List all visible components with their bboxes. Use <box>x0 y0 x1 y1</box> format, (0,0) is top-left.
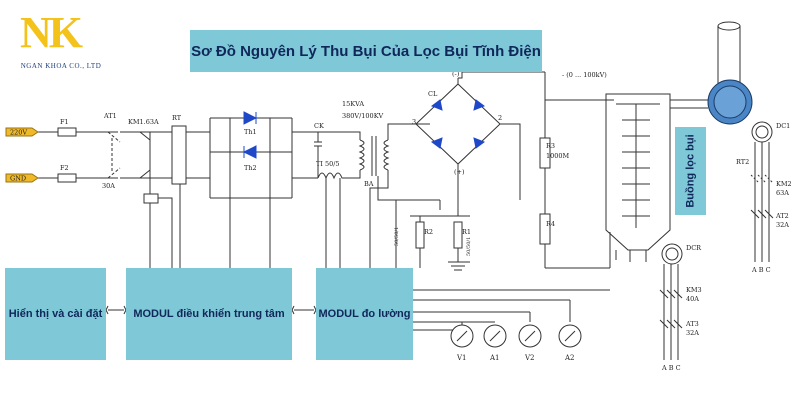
label-r1: R1 <box>462 228 471 236</box>
input-tag-gnd <box>5 173 39 183</box>
meter-v2: V2 <box>518 324 542 362</box>
logo-letters: NK <box>20 8 83 57</box>
resistor-r3 <box>539 137 551 169</box>
label-abc2: A B C <box>661 364 681 372</box>
label-input-gnd: GND <box>10 175 26 183</box>
label-ba: BA <box>364 180 374 188</box>
label-at2-rating: 32A <box>776 221 789 229</box>
module-display-settings: Hiển thị và cài đặt <box>5 268 106 360</box>
capacitor-ck <box>314 132 322 178</box>
meter-label: A1 <box>489 354 500 362</box>
label-r2: R2 <box>424 228 433 236</box>
resistor-r1 <box>453 221 463 249</box>
label-r3: R3 <box>546 142 555 150</box>
label-capacitor: CK <box>314 122 324 130</box>
switch-at1 <box>107 131 121 179</box>
label-at2: AT2 <box>775 212 789 220</box>
dust-chamber-text: Buồng lọc bụi <box>684 134 697 208</box>
meter-label: A2 <box>564 354 575 362</box>
label-fuse1: F1 <box>60 118 69 126</box>
resistor-r2 <box>415 221 425 249</box>
transformer-secondary <box>383 139 390 171</box>
label-transformer: 15KVA <box>342 100 364 108</box>
meter-a2: A2 <box>558 324 582 362</box>
label-node2: 2 <box>498 114 502 122</box>
label-bridge: CL <box>428 90 438 98</box>
label-pos: (+) <box>454 168 465 176</box>
label-r1-value: 50/50/1 <box>466 237 472 256</box>
meter-a1: A1 <box>483 324 507 362</box>
current-transformer-ti <box>317 172 350 268</box>
contactor-km1 <box>139 131 151 179</box>
label-contactor: KM1.63A <box>128 118 159 126</box>
label-rt2: RT2 <box>736 158 749 166</box>
label-input-ac: 220V <box>10 129 27 137</box>
fuse-f1 <box>57 127 77 137</box>
label-km3: KM3 <box>686 286 702 294</box>
label-voltage: - (0 ... 100kV) <box>562 71 607 79</box>
meter-label: V1 <box>456 354 467 362</box>
fuse-f2 <box>57 173 77 183</box>
label-km2-rating: 63A <box>776 189 789 197</box>
label-km2: KM2 <box>776 180 792 188</box>
label-at3: AT3 <box>685 320 699 328</box>
dust-chamber <box>605 93 671 251</box>
label-r4: R4 <box>546 220 555 228</box>
label-relay: RT <box>172 114 182 122</box>
label-neg: (-) <box>452 70 460 78</box>
label-switch: AT1 <box>103 112 117 120</box>
company-logo: NK NGAN KHOA CO., LTD <box>6 8 116 80</box>
label-r2-value: 50/50/1 <box>394 227 400 246</box>
meter-lines <box>413 289 610 331</box>
label-transformer-rating: 380V/100KV <box>342 112 384 120</box>
label-km3-rating: 40A <box>686 295 699 303</box>
thyristor-th2 <box>242 145 257 159</box>
module-central-control: MODUL điều khiển trung tâm <box>126 268 292 360</box>
label-th1: Th1 <box>244 128 257 136</box>
relay-rt <box>171 125 187 185</box>
dust-chamber-label: Buồng lọc bụi <box>675 127 706 215</box>
thyristor-th1 <box>243 111 258 125</box>
label-at3-rating: 32A <box>686 329 699 337</box>
bridge-diode-2 <box>473 99 486 111</box>
label-ti: TI 50/5 <box>316 160 340 168</box>
transformer-primary <box>358 139 365 171</box>
logo-company-name: NGAN KHOA CO., LTD <box>20 62 102 70</box>
meter-v1: V1 <box>450 324 474 362</box>
meter-label: V2 <box>524 354 535 362</box>
label-dc1: DC1 <box>776 122 790 130</box>
label-r3-value: 1000M <box>546 152 570 160</box>
link-control-measure <box>291 305 317 315</box>
bridge-diode-1 <box>430 99 443 111</box>
link-display-control <box>105 305 127 315</box>
module-measurement: MODUL đo lường <box>316 268 413 360</box>
exhaust-duct <box>717 25 741 84</box>
bridge-diode-4 <box>473 137 486 149</box>
thyristor-ctrl <box>229 142 271 268</box>
diagram-title: Sơ Đồ Nguyên Lý Thu Bụi Của Lọc Bụi Tĩnh… <box>190 30 542 72</box>
label-abc1: A B C <box>751 266 771 274</box>
label-th2: Th2 <box>244 164 257 172</box>
label-switch-rating: 30A <box>102 182 115 190</box>
input-tag-ac <box>5 127 39 137</box>
bridge-diode-3 <box>430 137 443 149</box>
label-fuse2: F2 <box>60 164 69 172</box>
resistor-r4 <box>539 213 551 245</box>
label-dcr: DCR <box>686 244 702 252</box>
label-node3: 3 <box>412 118 416 126</box>
